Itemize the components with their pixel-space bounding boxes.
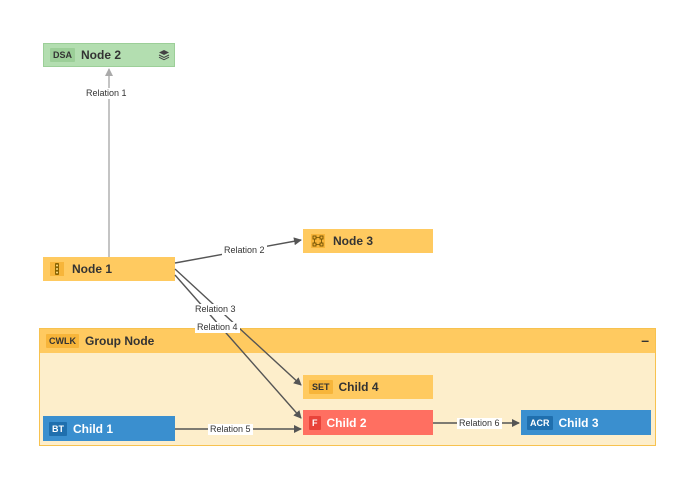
child-1[interactable]: BT Child 1: [43, 416, 175, 441]
grid-nodes-icon: [311, 234, 325, 248]
child-4[interactable]: SET Child 4: [303, 375, 433, 399]
relation-1-label: Relation 1: [84, 88, 129, 99]
child-2[interactable]: F Child 2: [303, 410, 433, 435]
child-1-badge: BT: [49, 421, 67, 436]
node-3-label: Node 3: [333, 234, 374, 248]
relation-6-label: Relation 6: [457, 418, 502, 429]
child-4-badge: SET: [309, 380, 333, 394]
node-1-label: Node 1: [72, 262, 113, 276]
layers-icon: [158, 49, 170, 64]
relation-5-label: Relation 5: [208, 424, 253, 435]
child-4-label: Child 4: [338, 380, 379, 394]
node-1[interactable]: Node 1: [43, 257, 175, 281]
relation-4-label: Relation 4: [195, 322, 240, 333]
node-2-label: Node 2: [81, 48, 122, 62]
traffic-light-icon: [50, 262, 64, 276]
node-2[interactable]: DSA Node 2: [43, 43, 175, 67]
child-1-label: Child 1: [73, 421, 114, 436]
child-3-badge: ACR: [527, 415, 553, 430]
node-3[interactable]: Node 3: [303, 229, 433, 253]
child-3[interactable]: ACR Child 3: [521, 410, 651, 435]
relation-2-label: Relation 2: [222, 245, 267, 256]
group-node-badge: CWLK: [46, 334, 79, 348]
node-2-badge: DSA: [50, 48, 76, 62]
collapse-button[interactable]: –: [641, 332, 649, 348]
child-2-badge: F: [309, 415, 321, 430]
group-node-header[interactable]: CWLK Group Node –: [40, 329, 655, 353]
child-3-label: Child 3: [558, 415, 599, 430]
relation-3-label: Relation 3: [193, 304, 238, 315]
child-2-label: Child 2: [326, 415, 367, 430]
group-node-label: Group Node: [85, 334, 155, 348]
